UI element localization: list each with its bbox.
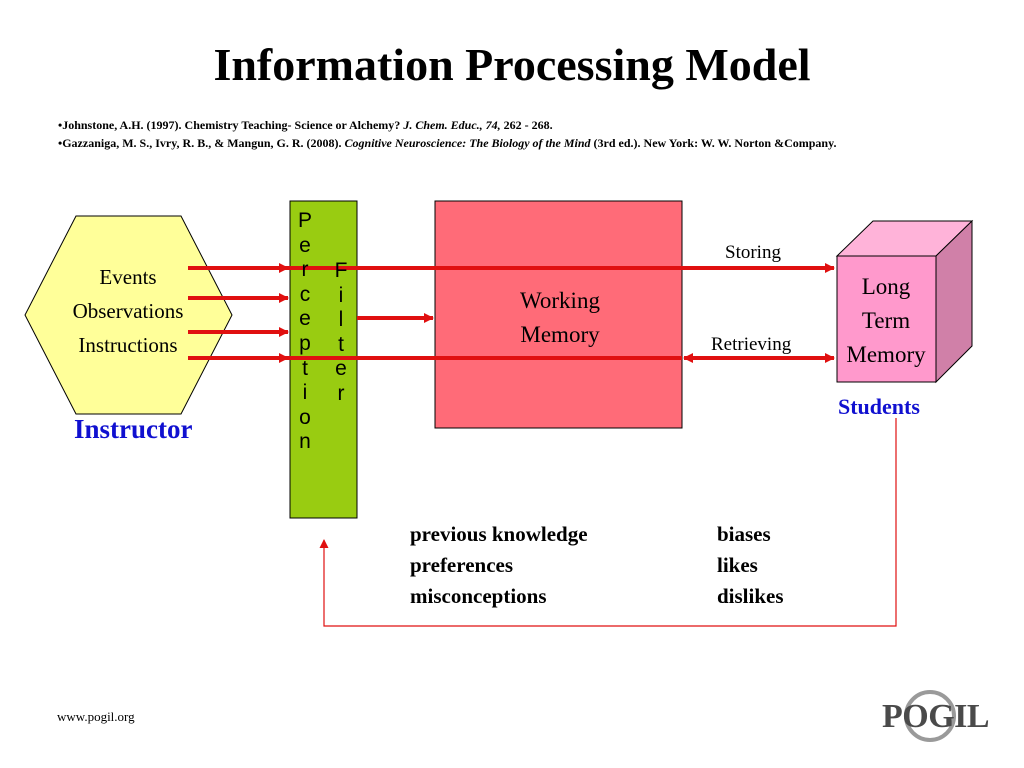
events-hexagon xyxy=(24,215,233,415)
reference-2: •Gazzaniga, M. S., Ivry, R. B., & Mangun… xyxy=(58,136,837,150)
long-term-memory-cube xyxy=(835,219,974,384)
page-title: Information Processing Model xyxy=(213,39,811,90)
influences-right-list: biases likes dislikes xyxy=(717,519,784,612)
pogil-logo-ring xyxy=(904,690,956,742)
retrieving-label: Retrieving xyxy=(711,334,792,355)
list-item: likes xyxy=(717,553,758,577)
references: •Johnstone, A.H. (1997). Chemistry Teach… xyxy=(58,116,958,152)
list-item: misconceptions xyxy=(410,584,547,608)
long-term-memory-label: Long Term Memory xyxy=(846,274,926,367)
hexagon-label-events: Events xyxy=(99,265,157,289)
list-item: dislikes xyxy=(717,584,784,608)
list-item: biases xyxy=(717,522,771,546)
list-item: previous knowledge xyxy=(410,522,588,546)
list-item: preferences xyxy=(410,553,514,577)
pogil-logo: POGIL xyxy=(882,698,990,735)
hexagon-labels: Events Observations Instructions xyxy=(40,260,216,362)
influences-left-list: previous knowledge preferences misconcep… xyxy=(410,519,588,612)
hexagon-label-instructions: Instructions xyxy=(78,333,178,357)
hexagon-label-observations: Observations xyxy=(72,299,184,323)
storing-label: Storing xyxy=(725,242,781,263)
reference-1: •Johnstone, A.H. (1997). Chemistry Teach… xyxy=(58,118,553,132)
students-label: Students xyxy=(838,394,920,419)
working-memory-label: Working Memory xyxy=(520,288,600,347)
working-memory-box xyxy=(434,200,683,429)
instructor-label: Instructor xyxy=(74,414,193,444)
footer-url: www.pogil.org xyxy=(57,709,135,724)
feedback-loop-line xyxy=(319,418,897,627)
